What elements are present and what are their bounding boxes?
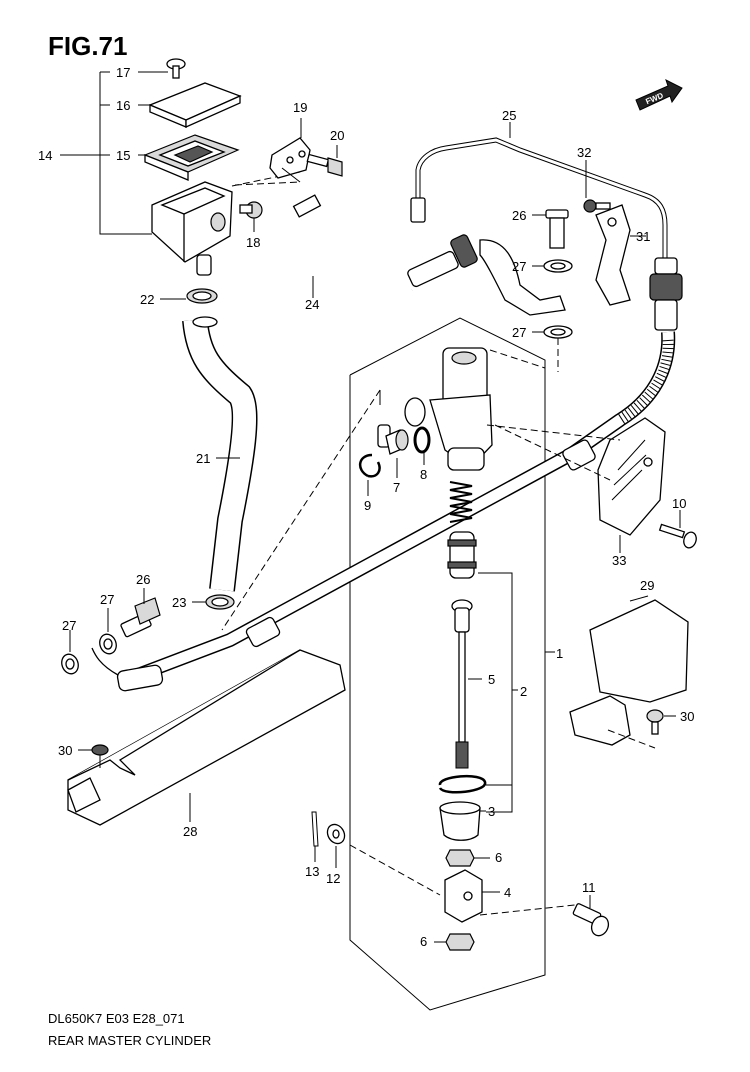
bracket-31: [595, 204, 646, 306]
callout-6-lower: 6: [420, 934, 427, 949]
callout-7: 7: [393, 480, 400, 495]
washer-27-right-b: [532, 325, 573, 372]
reservoir-hose-21: [182, 316, 258, 592]
screw-32: [583, 160, 611, 213]
hose-connector-7: [377, 424, 409, 478]
washer-27-left-a: [99, 608, 117, 655]
diaphragm-15: [138, 134, 240, 181]
callout-18: 18: [246, 235, 260, 250]
washer-27-left-b: [61, 630, 79, 675]
reservoir-cap-16: [138, 82, 242, 129]
callout-5: 5: [488, 672, 495, 687]
diagram-caption: REAR MASTER CYLINDER: [48, 1033, 211, 1048]
callout-26-left: 26: [136, 572, 150, 587]
hose-guard-33: [494, 417, 666, 553]
piston: [447, 531, 477, 579]
hose-cover-28: [67, 649, 346, 826]
boot-3: [439, 801, 486, 841]
callout-19: 19: [293, 100, 307, 115]
callout-31: 31: [636, 229, 650, 244]
callout-17: 17: [116, 65, 130, 80]
callout-1: 1: [556, 646, 563, 661]
callout-14: 14: [38, 148, 52, 163]
master-cylinder-assembly-frame: [349, 317, 546, 1011]
o-ring-8: [413, 426, 431, 465]
screw-10: [658, 510, 697, 549]
brake-pipe-25: [410, 122, 683, 331]
hose-clamp-22: [160, 288, 218, 304]
callout-15: 15: [116, 148, 130, 163]
callout-28: 28: [183, 824, 197, 839]
callout-labels: 1 2 3 4 5 6 6 7 8 9 10 11 12 13 14 15 16…: [38, 65, 694, 949]
cover-29: [569, 595, 689, 749]
hose-end-fitting: [91, 647, 164, 692]
bolt-20: [306, 145, 343, 177]
callout-4: 4: [504, 885, 511, 900]
callout-25: 25: [502, 108, 516, 123]
master-cylinder-body: [404, 347, 621, 471]
union-bolt-26-left: [120, 588, 161, 638]
push-rod-5: [451, 599, 482, 769]
bracket-19: [234, 118, 311, 186]
nut-6-lower: [434, 933, 475, 951]
circlip-push-rod: [438, 774, 487, 794]
nut-6-upper: [445, 849, 490, 867]
callout-21: 21: [196, 451, 210, 466]
callout-27-right-a: 27: [512, 259, 526, 274]
callout-3: 3: [488, 804, 495, 819]
callout-9: 9: [364, 498, 371, 513]
callout-32: 32: [577, 145, 591, 160]
bracket-2: [478, 572, 555, 813]
callout-26-right: 26: [512, 208, 526, 223]
bolt-18: [239, 201, 263, 232]
rear-brake-hose: [91, 331, 676, 692]
callout-2: 2: [520, 684, 527, 699]
reservoir-body: [151, 171, 301, 276]
reservoir-group: [60, 58, 343, 276]
clevis-pin-11: [479, 895, 610, 937]
spring: [449, 481, 473, 523]
circlip-9: [359, 453, 381, 496]
callout-23: 23: [172, 595, 186, 610]
figure-title: FIG.71: [48, 31, 127, 61]
callout-16: 16: [116, 98, 130, 113]
callout-13: 13: [305, 864, 319, 879]
banjo-fitting: [407, 234, 566, 316]
fwd-label: FWD: [644, 91, 664, 106]
screw-17: [138, 58, 186, 79]
washer-27-right-a: [532, 259, 573, 273]
callout-29: 29: [640, 578, 654, 593]
callout-33: 33: [612, 553, 626, 568]
brake-hose-24: [270, 194, 566, 316]
callout-22: 22: [140, 292, 154, 307]
screw-30-left: [78, 744, 109, 768]
callout-8: 8: [420, 467, 427, 482]
screw-30-right: [646, 709, 676, 735]
callout-10: 10: [672, 496, 686, 511]
union-bolt-26-right: [532, 209, 569, 249]
model-code: DL650K7 E03 E28_071: [48, 1011, 185, 1026]
callout-6-upper: 6: [495, 850, 502, 865]
callout-30-left: 30: [58, 743, 72, 758]
callout-20: 20: [330, 128, 344, 143]
clevis-4: [444, 869, 500, 923]
callout-27-left-a: 27: [100, 592, 114, 607]
callout-27-left-b: 27: [62, 618, 76, 633]
connector-leader: [221, 389, 381, 631]
washer-12: [326, 823, 441, 896]
callout-11: 11: [582, 880, 596, 895]
callout-30-right: 30: [680, 709, 694, 724]
hose-clamp-23: [192, 594, 235, 610]
callout-12: 12: [326, 871, 340, 886]
callout-27-right-b: 27: [512, 325, 526, 340]
callout-24: 24: [305, 297, 319, 312]
forward-arrow-icon: FWD: [635, 79, 683, 111]
cotter-pin-13: [311, 811, 319, 862]
pipe-fitting-rear: [649, 257, 683, 331]
